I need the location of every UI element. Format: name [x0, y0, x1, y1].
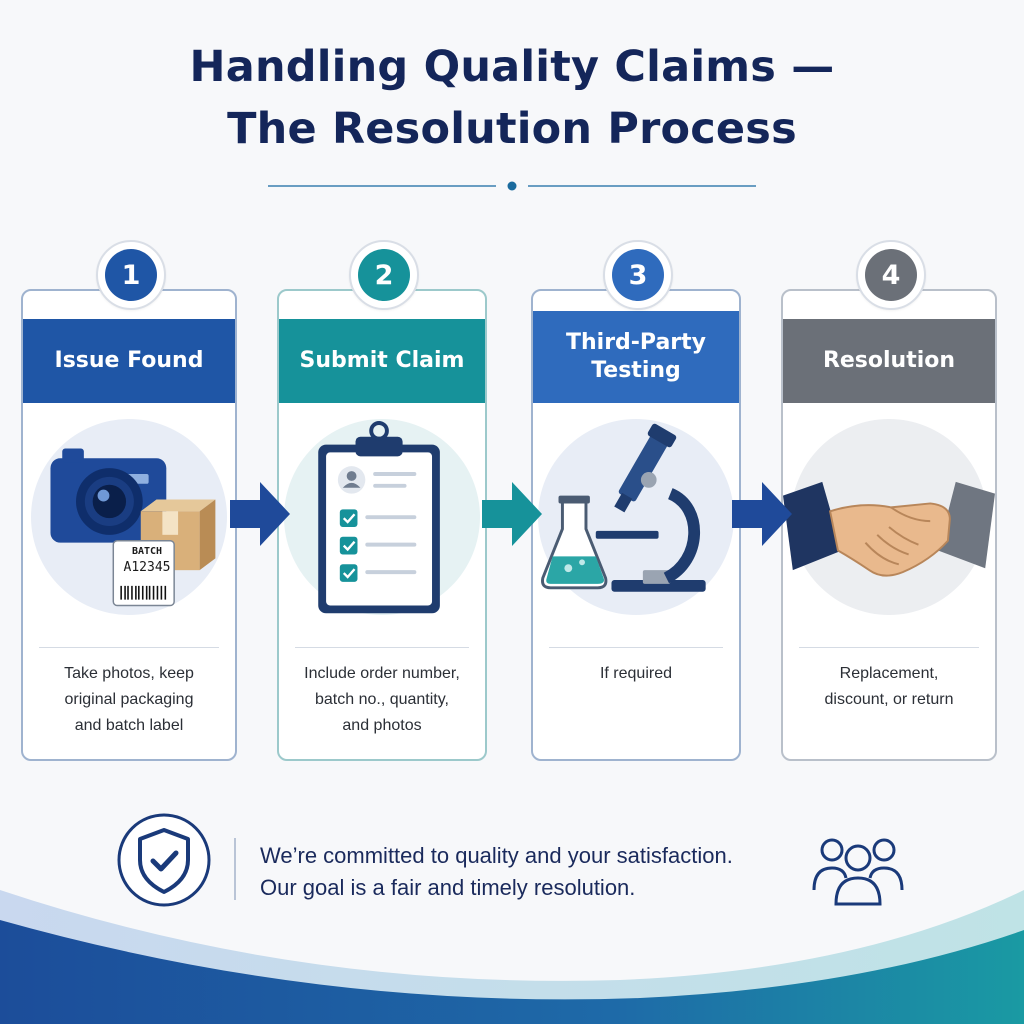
step-title-issue-found: Issue Found	[23, 319, 235, 403]
step-number-badge-3: 3	[603, 240, 673, 310]
decorative-waves	[0, 890, 1024, 1024]
footer-line-2: Our goal is a fair and timely resolution…	[260, 875, 636, 900]
step-desc-issue-found: Take photos, keep original packaging and…	[64, 665, 194, 734]
camera-and-box-icon	[50, 448, 216, 607]
footer-line-1: We’re committed to quality and your sati…	[260, 843, 733, 868]
batch-label-line-2: A12345	[123, 560, 171, 575]
step-desc-third-party-testing: If required	[599, 665, 673, 682]
microscope-flask-icon	[541, 423, 706, 592]
footer-divider	[234, 838, 236, 900]
step-card-third-party-testing: Third-Party Testing If required	[531, 289, 741, 761]
step-desc-submit-claim: Include order number, batch no., quantit…	[304, 665, 460, 734]
step-card-issue-found: Issue Found BATCH A12345 Take pho	[21, 289, 237, 761]
step-number-badge-2: 2	[349, 240, 419, 310]
card-divider	[549, 647, 723, 648]
card-divider	[799, 647, 979, 648]
shield-check-icon	[117, 813, 211, 907]
clipboard-checklist-icon	[318, 421, 440, 614]
title-line-2: The Resolution Process	[227, 104, 797, 154]
step-number-badge-4: 4	[856, 240, 926, 310]
batch-label: BATCH A12345	[116, 545, 178, 577]
step-desc-resolution: Replacement, discount, or return	[824, 665, 954, 708]
step-title-submit-claim: Submit Claim	[279, 319, 485, 403]
arrow-right-icon	[230, 482, 290, 546]
batch-label-line-1: BATCH	[131, 546, 163, 557]
card-divider	[39, 647, 219, 648]
step-title-resolution: Resolution	[783, 319, 995, 403]
step-card-resolution: Resolution Replacement, discount, or ret…	[781, 289, 997, 761]
step-card-submit-claim: Submit Claim Include order number, batch…	[277, 289, 487, 761]
footer-message: We’re committed to quality and your sati…	[260, 840, 800, 904]
title-divider	[268, 181, 756, 191]
page-title: Handling Quality Claims — The Resolution…	[0, 36, 1024, 160]
step-title-third-party-testing: Third-Party Testing	[533, 311, 739, 403]
card-divider	[295, 647, 469, 648]
handshake-icon	[783, 481, 995, 577]
arrow-right-icon	[482, 482, 542, 546]
people-group-icon	[812, 838, 904, 906]
arrow-right-icon	[732, 482, 792, 546]
title-line-1: Handling Quality Claims —	[189, 42, 835, 92]
step-number-badge-1: 1	[96, 240, 166, 310]
